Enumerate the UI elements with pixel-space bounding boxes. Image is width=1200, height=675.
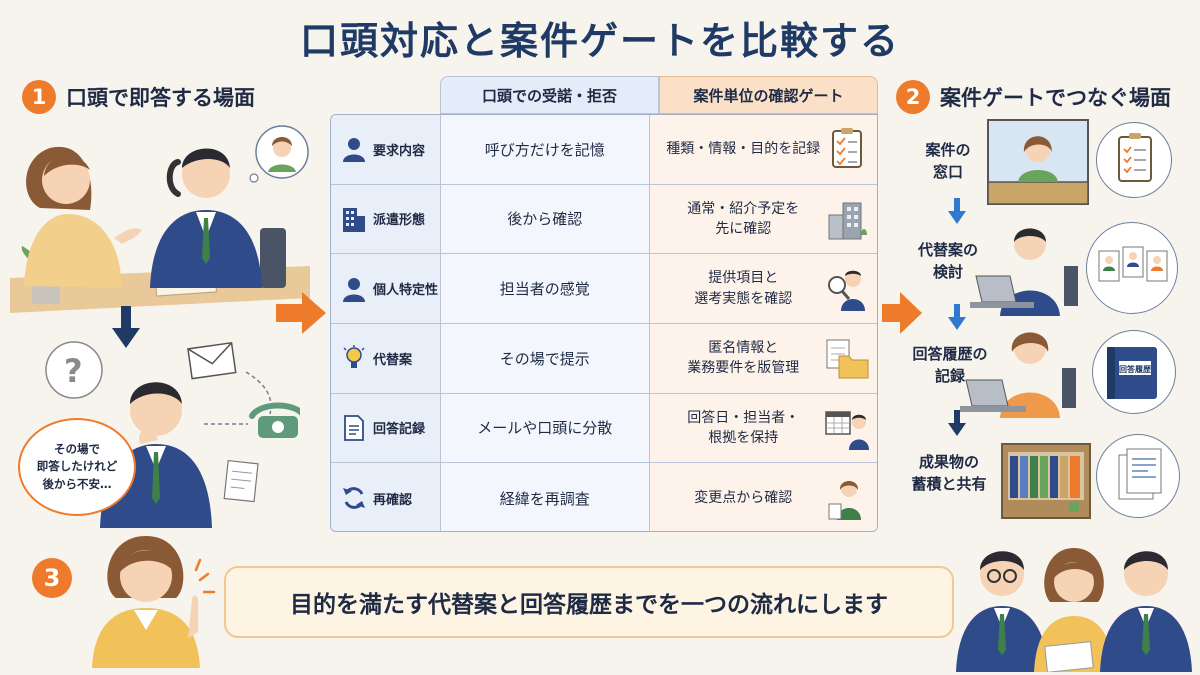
calendar-person-icon xyxy=(825,411,869,450)
team-illustration xyxy=(956,548,1192,672)
comparison-table: 口頭での受諾・拒否 案件単位の確認ゲート 要求内容 呼び方だけを記憶 種類・情報… xyxy=(330,76,878,532)
flow-step-3: 回答履歴の 記録 xyxy=(912,345,988,385)
gate-cell-text: 変更点から確認 xyxy=(694,489,793,506)
table-header: 口頭での受諾・拒否 案件単位の確認ゲート xyxy=(440,76,878,114)
column-header-verbal: 口頭での受諾・拒否 xyxy=(440,76,659,114)
table-row: 個人特定性 担当者の感覚 提供項目と 選考実態を確認 xyxy=(331,254,877,324)
svg-text:?: ? xyxy=(64,352,83,390)
down-arrow-icon xyxy=(948,304,966,330)
row-label: 要求内容 xyxy=(373,143,426,159)
folders-icon xyxy=(826,339,869,379)
lightbulb-icon xyxy=(343,345,365,369)
row-label-cell: 派遣形態 xyxy=(331,184,441,254)
summary-message: 目的を満たす代替案と回答履歴までを一つの流れにします xyxy=(290,592,888,618)
row-label: 個人特定性 xyxy=(373,283,439,299)
clipboard-icon xyxy=(1118,133,1152,182)
down-arrow-icon xyxy=(112,306,140,348)
table-row: 代替案 その場で提示 匿名情報と 業務要件を版管理 xyxy=(331,323,877,394)
binder-label: 回答履歴 xyxy=(1119,364,1151,374)
verbal-cell: その場で提示 xyxy=(441,323,650,393)
answer-history-bubble: 回答履歴 xyxy=(1092,330,1176,414)
candidate-cards-bubble xyxy=(1086,222,1178,314)
table-row: 回答記録 メールや口頭に分散 回答日・担当者・ 根拠を保持 xyxy=(331,393,877,464)
step-number-2: 2 xyxy=(896,80,930,114)
shared-documents-bubble xyxy=(1096,434,1180,518)
office-buildings-icon xyxy=(828,202,867,240)
column-header-gate: 案件単位の確認ゲート xyxy=(659,76,878,114)
building-icon xyxy=(343,207,365,232)
gate-cell: 回答日・担当者・ 根拠を保持 xyxy=(649,393,877,463)
gate-cell: 種類・情報・目的を記録 xyxy=(649,115,877,184)
left-section-header: 1 口頭で即答する場面 xyxy=(22,80,255,114)
right-section-header: 2 案件ゲートでつなぐ場面 xyxy=(896,80,1171,114)
profile-cards-icon xyxy=(1098,246,1168,282)
row-label: 派遣形態 xyxy=(373,213,426,229)
row-label-cell: 代替案 xyxy=(331,323,441,393)
step-number-1: 1 xyxy=(22,80,56,114)
gate-cell: 変更点から確認 xyxy=(649,463,877,531)
left-section-heading: 口頭で即答する場面 xyxy=(66,86,255,110)
table-body: 要求内容 呼び方だけを記憶 種類・情報・目的を記録 派遣形態 後から確認 通常・… xyxy=(330,114,878,532)
gate-cell: 提供項目と 選考実態を確認 xyxy=(649,254,877,323)
gate-cell-text: 通常・紹介予定を 先に確認 xyxy=(687,200,800,237)
laptop-man-illustration xyxy=(970,228,1078,316)
row-label: 代替案 xyxy=(373,352,413,368)
flow-step-2: 代替案の 検討 xyxy=(917,241,978,281)
person-icon xyxy=(343,277,365,302)
verbal-response-illustration xyxy=(10,125,310,313)
checklist-bubble xyxy=(1096,122,1172,198)
row-label-cell: 個人特定性 xyxy=(331,254,441,323)
step-number-3: 3 xyxy=(32,558,72,598)
verbal-cell: 後から確認 xyxy=(441,184,650,254)
binder-icon: 回答履歴 xyxy=(1107,347,1157,399)
gate-cell: 通常・紹介予定を 先に確認 xyxy=(649,184,877,254)
right-section-heading: 案件ゲートでつなぐ場面 xyxy=(940,86,1171,110)
row-label-cell: 回答記録 xyxy=(331,393,441,463)
magnifier-person-icon xyxy=(828,270,865,311)
row-label-cell: 要求内容 xyxy=(331,115,441,184)
bookshelf-illustration xyxy=(1001,443,1091,519)
documents-icon xyxy=(1118,448,1162,500)
clipboard-icon xyxy=(832,128,862,169)
gate-cell-text: 回答日・担当者・ 根拠を保持 xyxy=(687,409,800,446)
worry-speech-text: その場で 即答したけれど 後から不安… xyxy=(36,442,118,491)
row-label-cell: 再確認 xyxy=(331,463,441,531)
reception-window-illustration xyxy=(987,119,1089,205)
person-icon xyxy=(343,138,365,163)
pointing-woman-illustration xyxy=(92,536,216,668)
verbal-cell: 経緯を再調査 xyxy=(441,463,650,531)
row-label: 再確認 xyxy=(373,492,413,508)
row-label: 回答記録 xyxy=(373,422,426,438)
worry-speech-bubble: その場で 即答したけれど 後から不安… xyxy=(18,418,136,516)
gate-cell-text: 提供項目と 選考実態を確認 xyxy=(694,270,793,307)
gate-cell-text: 匿名情報と 業務要件を版管理 xyxy=(687,340,800,377)
arrow-right-left-icon xyxy=(276,292,326,334)
down-arrow-icon xyxy=(948,198,966,224)
gate-cell: 匿名情報と 業務要件を版管理 xyxy=(649,323,877,393)
document-icon xyxy=(344,415,364,441)
table-row: 派遣形態 後から確認 通常・紹介予定を 先に確認 xyxy=(331,184,877,255)
gate-cell-text: 種類・情報・目的を記録 xyxy=(666,141,821,158)
page-title: 口頭対応と案件ゲートを比較する xyxy=(299,19,900,63)
refresh-icon xyxy=(343,487,365,510)
table-row: 要求内容 呼び方だけを記憶 種類・情報・目的を記録 xyxy=(331,115,877,185)
flow-step-4: 成果物の 蓄積と共有 xyxy=(911,453,987,493)
verbal-cell: メールや口頭に分散 xyxy=(441,393,650,463)
table-row: 再確認 経緯を再調査 変更点から確認 xyxy=(331,463,877,531)
verbal-cell: 呼び方だけを記憶 xyxy=(441,115,650,184)
verbal-cell: 担当者の感覚 xyxy=(441,254,650,323)
down-arrow-icon xyxy=(948,410,966,436)
summary-banner: 目的を満たす代替案と回答履歴までを一つの流れにします xyxy=(224,566,954,638)
flow-step-1: 案件の 窓口 xyxy=(925,141,971,181)
arrow-right-right-icon xyxy=(882,292,922,334)
woman-clipboard-icon xyxy=(828,481,861,521)
laptop-woman-illustration xyxy=(960,332,1076,418)
